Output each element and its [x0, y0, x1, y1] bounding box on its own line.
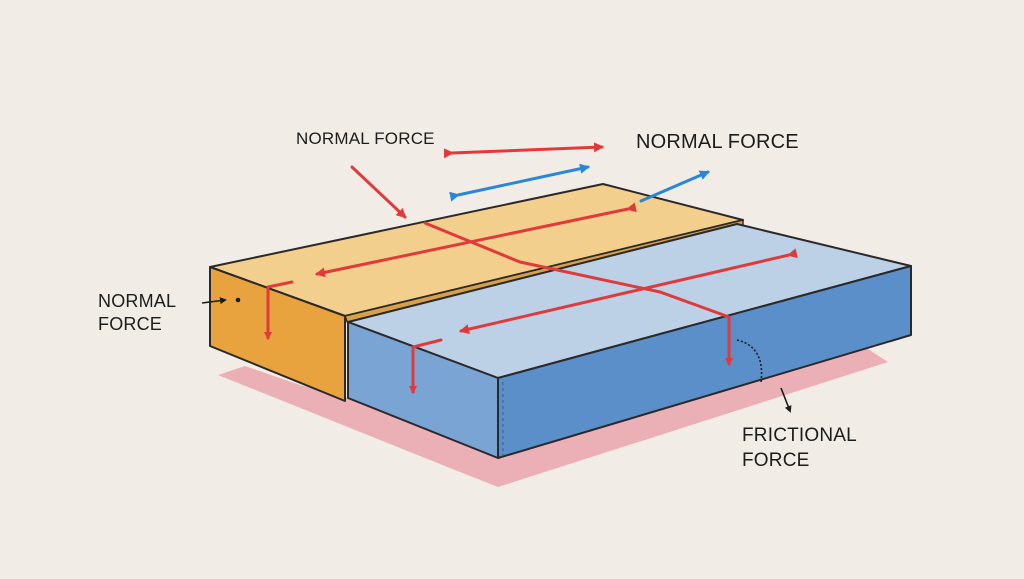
label-frictional-force: FRICTIONAL FORCE [742, 425, 857, 471]
force-arrows-red [264, 142, 798, 394]
label-normal-force-top-left: NORMAL FORCE [296, 129, 435, 148]
label-normal-force-left: NORMAL FORCE [98, 291, 177, 335]
incoming-force-arrow [350, 165, 407, 219]
force-arrows-blue [449, 163, 710, 203]
friction-label-leader [780, 387, 792, 413]
left-label-leader [201, 297, 227, 305]
blue-block-side [347, 321, 499, 459]
friction-contact-mark [736, 339, 763, 383]
label-normal-force-top-right: NORMAL FORCE [636, 131, 799, 153]
vertical-arrow-blue [409, 338, 443, 394]
normal-force-arrow-top [443, 142, 604, 159]
blue-top-horizontal-arrow [459, 248, 798, 335]
orange-block-front [209, 266, 346, 402]
blue-double-arrow [449, 163, 590, 202]
blue-up-arrow [639, 170, 710, 203]
leader-arrows [201, 297, 792, 413]
vertical-arrow-orange [264, 280, 294, 340]
diagonal-cross-line [423, 221, 731, 319]
